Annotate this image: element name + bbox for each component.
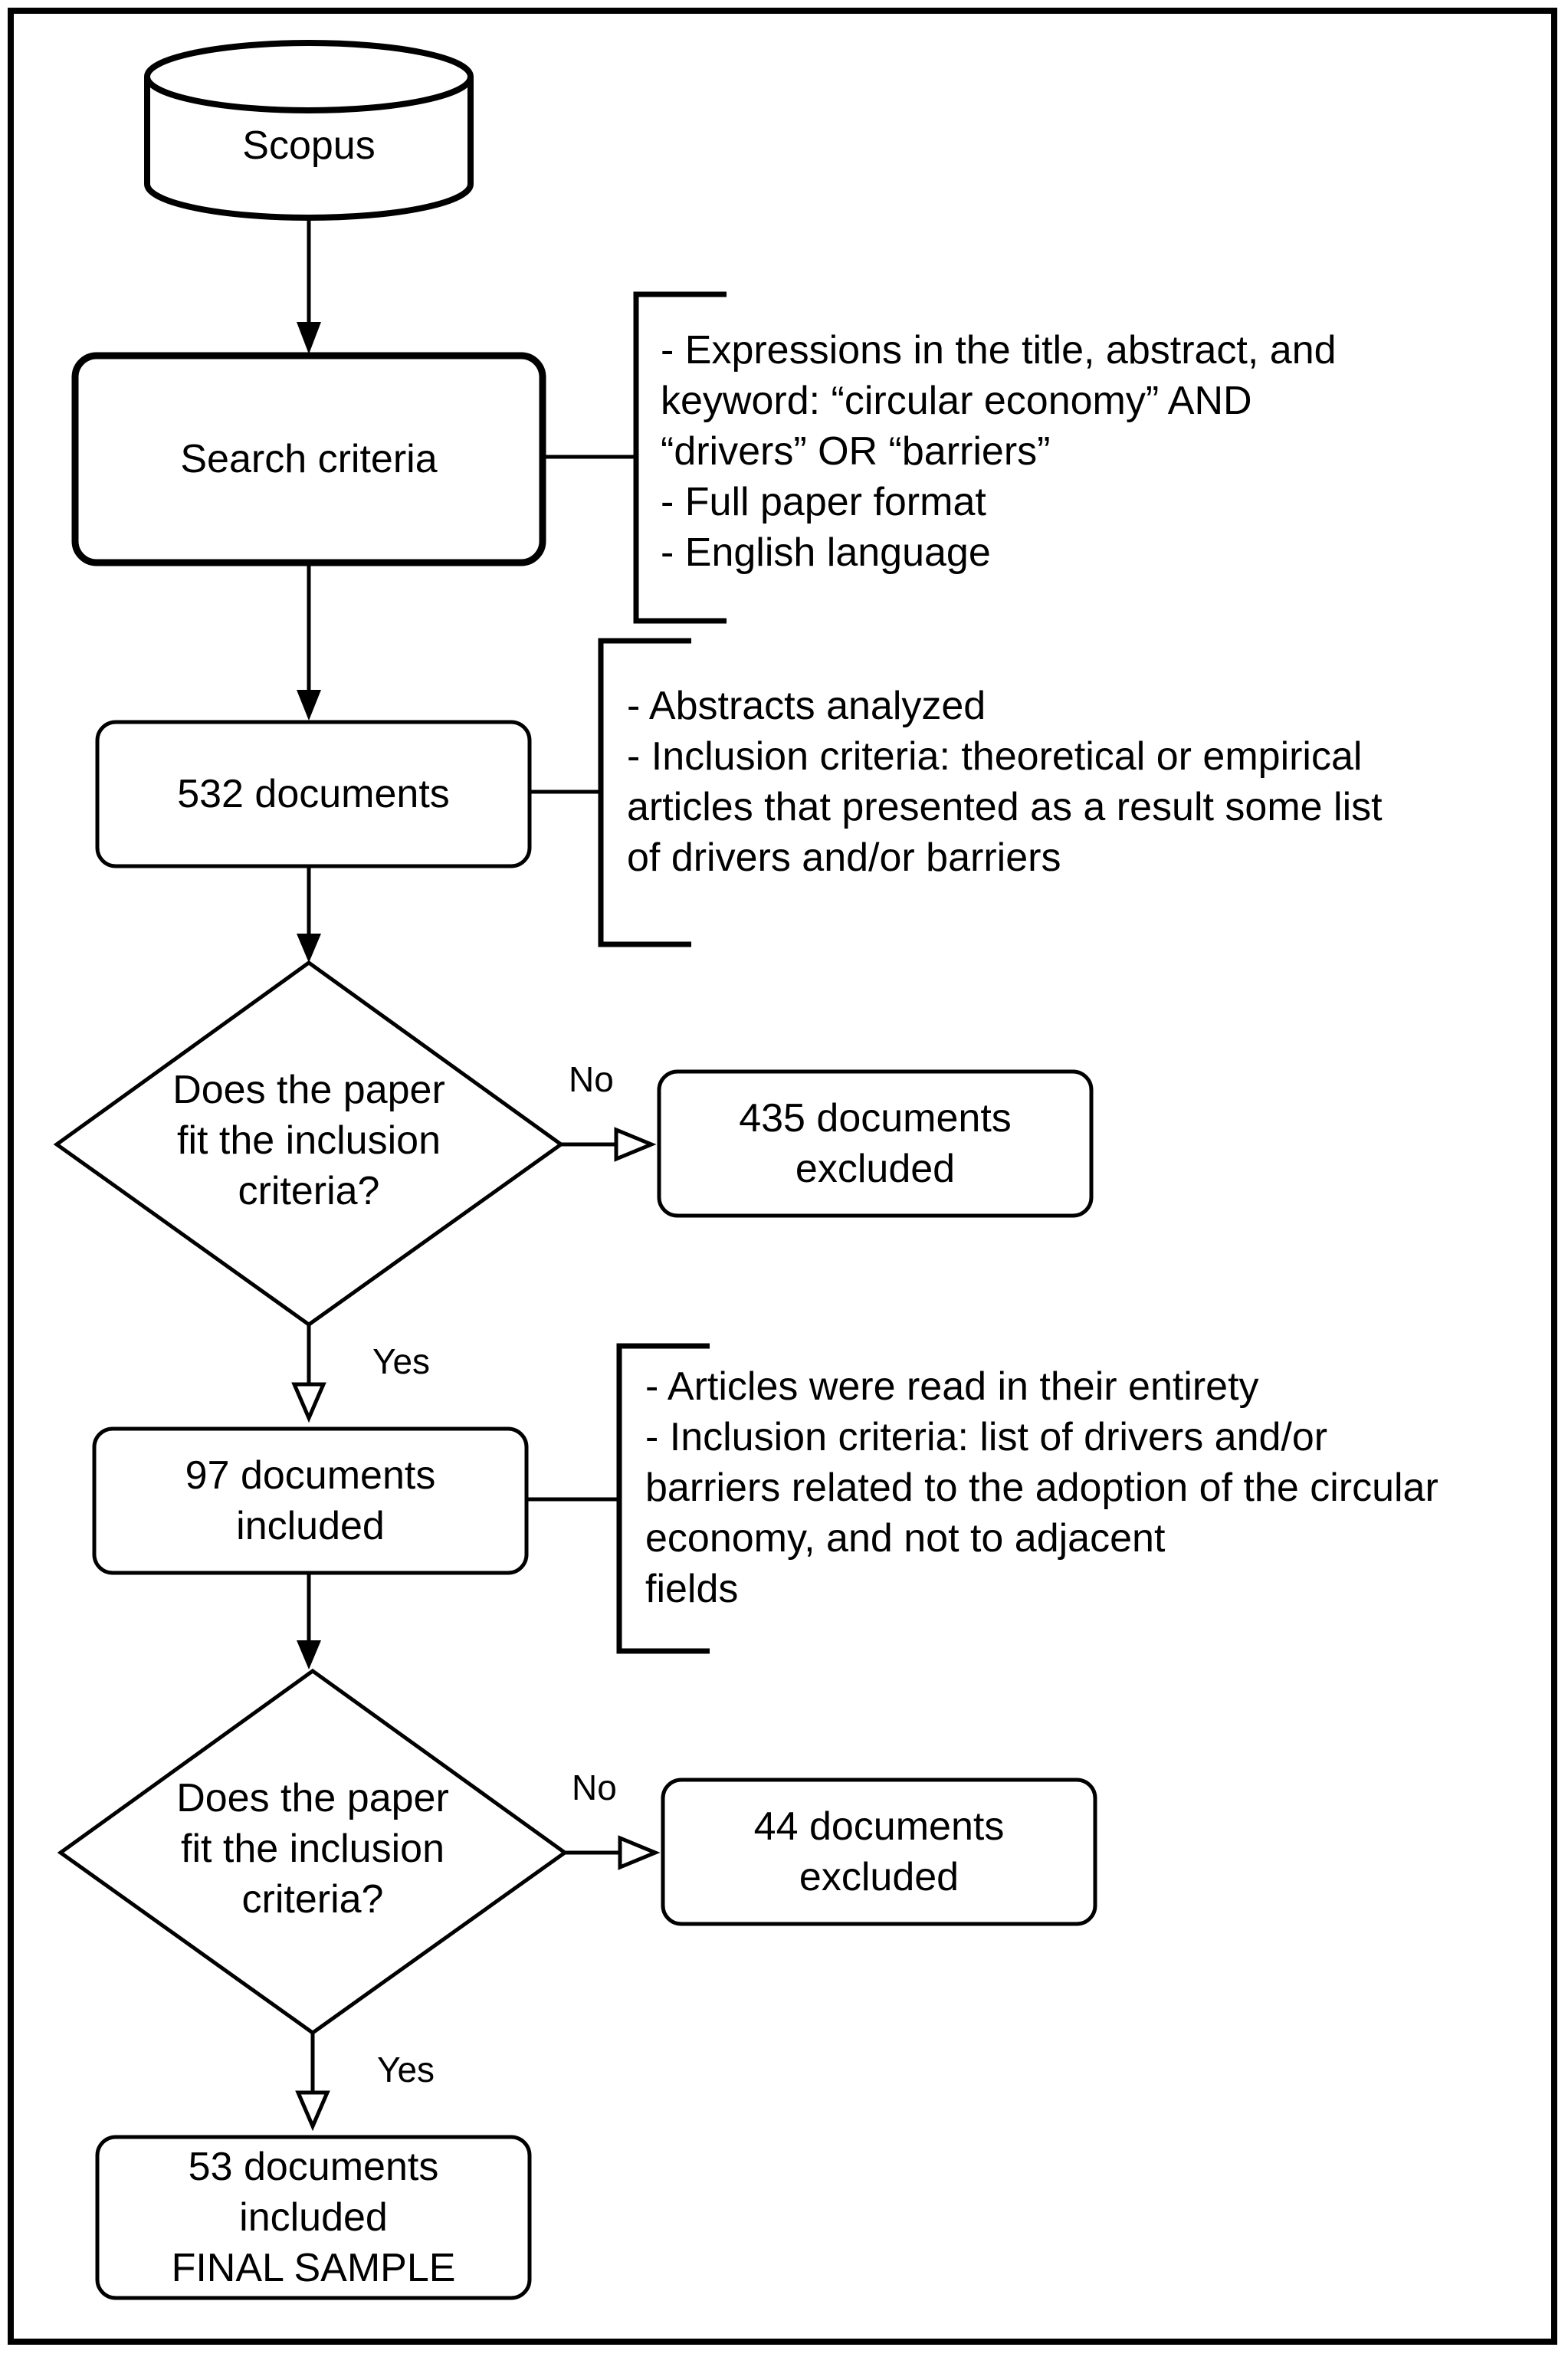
fulltext-notes-bracket [526, 1343, 710, 1654]
abstract-notes: - Abstracts analyzed - Inclusion criteri… [627, 681, 1383, 883]
final-sample-box [95, 2135, 532, 2300]
decision1-no-label: No [569, 1059, 614, 1099]
documents-532-label: 532 documents [177, 772, 450, 816]
search-criteria-label: Search criteria [180, 437, 438, 481]
decision1-line-2: fit the inclusion [177, 1118, 441, 1163]
fulltext-note-line-1: - Articles were read in their entirety [645, 1364, 1259, 1409]
search-criteria-box [71, 352, 546, 566]
search-note-line-1: - Expressions in the title, abstract, an… [661, 328, 1337, 373]
search-note-line-5: - English language [661, 530, 991, 575]
search-notes: - Expressions in the title, abstract, an… [661, 325, 1337, 578]
final-sample-line-1: 53 documents [188, 2145, 439, 2189]
decision2-yes-label: Yes [377, 2050, 435, 2089]
excluded-435-line-1: 435 documents [739, 1096, 1012, 1141]
abstract-note-line-1: - Abstracts analyzed [627, 684, 986, 728]
scopus-label: Scopus [242, 123, 376, 168]
search-notes-bracket [543, 291, 727, 624]
decision2-label: Does the paper fit the inclusion criteri… [119, 1768, 507, 1929]
included-97-label: 97 documents included [94, 1429, 526, 1573]
excluded-44-line-1: 44 documents [753, 1804, 1005, 1849]
fulltext-note-line-2: - Inclusion criteria: list of drivers an… [645, 1415, 1328, 1459]
decision1-line-3: criteria? [238, 1169, 380, 1213]
arrow-decision2-no [565, 1835, 661, 1870]
excluded-44-label: 44 documents excluded [663, 1780, 1095, 1924]
final-sample-line-3: FINAL SAMPLE [171, 2246, 456, 2290]
abstract-note-line-3: articles that presented as a result some… [627, 785, 1383, 829]
documents-532-box [95, 720, 532, 868]
excluded-435-label: 435 documents excluded [659, 1072, 1091, 1216]
abstract-note-line-4: of drivers and/or barriers [627, 835, 1061, 880]
decision2-no-label: No [572, 1768, 617, 1807]
included-97-line-1: 97 documents [185, 1453, 436, 1498]
search-note-line-4: - Full paper format [661, 480, 986, 524]
abstract-notes-bracket [530, 638, 691, 947]
arrow-97-to-decision2 [297, 1574, 321, 1669]
decision1-yes-label: Yes [372, 1341, 431, 1381]
fulltext-note-line-4: economy, and not to adjacent [645, 1516, 1166, 1561]
excluded-44-box [661, 1778, 1097, 1926]
arrow-decision1-no [561, 1127, 657, 1162]
fulltext-note-line-5: fields [645, 1567, 739, 1611]
arrow-532-to-decision1 [297, 868, 321, 963]
search-note-line-3: “drivers” OR “barriers” [661, 429, 1051, 474]
decision1-label: Does the paper fit the inclusion criteri… [115, 1060, 503, 1221]
arrow-scopus-to-search [297, 221, 321, 354]
excluded-435-line-2: excluded [795, 1147, 956, 1191]
arrow-decision1-yes [291, 1325, 326, 1423]
arrow-decision2-yes [295, 2033, 330, 2132]
excluded-44-line-2: excluded [799, 1855, 959, 1899]
final-sample-line-2: included [239, 2195, 388, 2240]
abstract-note-line-2: - Inclusion criteria: theoretical or emp… [627, 734, 1363, 779]
decision2-line-2: fit the inclusion [181, 1827, 444, 1871]
included-97-line-2: included [236, 1504, 385, 1548]
final-sample-label: 53 documents included FINAL SAMPLE [97, 2137, 530, 2298]
scopus-database-shape [144, 40, 474, 221]
decision2-line-3: criteria? [241, 1877, 384, 1922]
decision1-line-1: Does the paper [172, 1068, 445, 1112]
fulltext-notes: - Articles were read in their entirety -… [645, 1361, 1438, 1614]
decision2-line-1: Does the paper [176, 1776, 449, 1820]
arrow-search-to-532 [297, 564, 321, 721]
fulltext-note-line-3: barriers related to the adoption of the … [645, 1466, 1438, 1510]
search-note-line-2: keyword: “circular economy” AND [661, 379, 1252, 423]
excluded-435-box [657, 1069, 1094, 1218]
